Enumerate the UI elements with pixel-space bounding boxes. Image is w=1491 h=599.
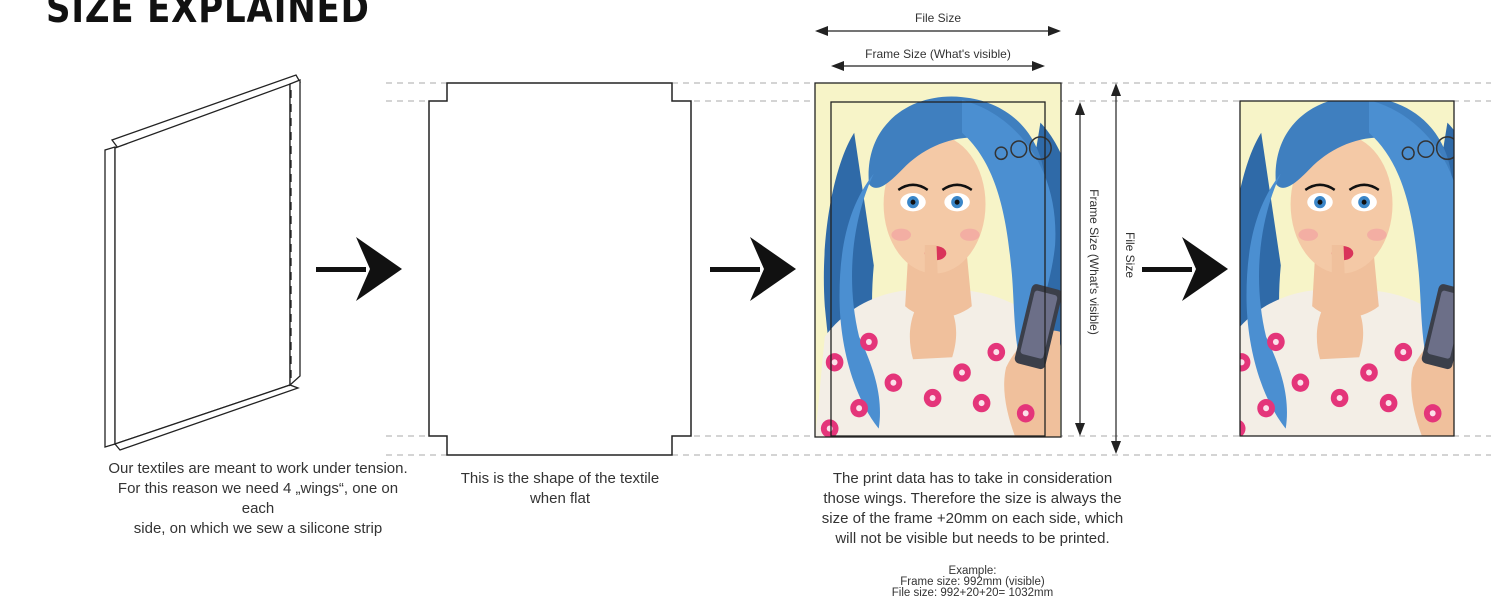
example-heading: Example: — [948, 565, 997, 577]
caption-line: when flat — [529, 490, 591, 507]
caption-line: those wings. Therefore the size is alway… — [823, 490, 1122, 507]
caption-line: This is the shape of the textile — [460, 470, 660, 487]
arrow-right-icon — [710, 237, 796, 301]
frame-size-label: Frame Size (What's visible) — [865, 47, 1011, 61]
caption-line: The print data has to take in considerat… — [832, 470, 1113, 487]
caption-line: Our textiles are meant to work under ten… — [108, 460, 408, 477]
frame-size-dimension-top: Frame Size (What's visible) — [831, 47, 1045, 71]
arrow-right-icon — [1142, 237, 1228, 301]
caption-line: For this reason we need 4 „wings“, one o… — [117, 480, 399, 517]
example-block: Example: Frame size: 992mm (visible) Fil… — [790, 565, 1155, 599]
caption-panel-3: The print data has to take in considerat… — [790, 469, 1155, 549]
textile-perspective-illustration — [104, 74, 301, 451]
arrow-right-icon — [316, 237, 402, 301]
final-print-illustration — [1239, 100, 1455, 437]
example-file-line: File size: 992+20+20= 1032mm — [891, 587, 1054, 599]
caption-line: side, on which we sew a silicone strip — [133, 520, 383, 537]
frame-outline — [830, 101, 1046, 437]
page-title: SIZE EXPLAINED — [46, 0, 370, 32]
file-size-dimension-side: File Size — [1111, 83, 1137, 454]
frame-size-side-label: Frame Size (What's visible) — [1087, 189, 1101, 335]
print-file-illustration — [814, 82, 1062, 438]
file-size-side-label: File Size — [1123, 232, 1137, 278]
caption-panel-1: Our textiles are meant to work under ten… — [108, 459, 408, 539]
frame-size-dimension-side: Frame Size (What's visible) — [1075, 102, 1101, 436]
file-size-dimension-top: File Size — [815, 11, 1061, 36]
flat-textile-shape — [428, 82, 692, 456]
caption-line: size of the frame +20mm on each side, wh… — [821, 510, 1124, 527]
file-size-label: File Size — [915, 11, 961, 25]
caption-line: will not be visible but needs to be prin… — [835, 530, 1110, 547]
example-frame-line: Frame size: 992mm (visible) — [900, 576, 1045, 588]
caption-panel-2: This is the shape of the textile when fl… — [425, 469, 695, 509]
